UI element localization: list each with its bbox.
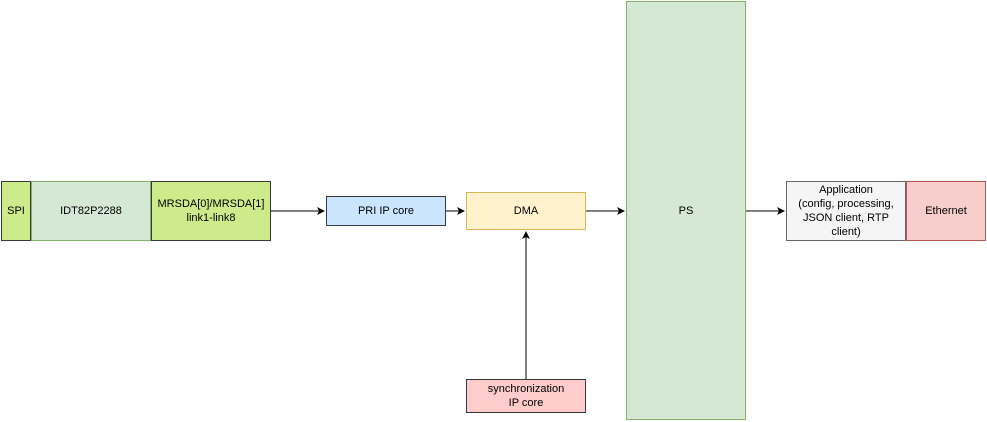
spi-label: SPI [7,205,25,217]
synchronization-ip-core-label: synchronization IP core [487,383,565,409]
dma-block: DMA [466,192,586,230]
ethernet-block: Ethernet [906,181,986,241]
mrsda-links-block: MRSDA[0]/MRSDA[1] link1-link8 [151,181,271,241]
application-label: Application (config, processing, JSON cl… [798,184,894,238]
synchronization-ip-core-block: synchronization IP core [466,379,586,413]
mrsda-links-label: MRSDA[0]/MRSDA[1] link1-link8 [157,198,265,224]
idt82p2288-block: IDT82P2288 [31,181,151,241]
idt82p2288-label: IDT82P2288 [60,205,122,217]
ethernet-label: Ethernet [925,205,967,217]
ps-block: PS [626,1,746,420]
ps-label: PS [678,204,694,217]
pri-ip-core-label: PRI IP core [357,205,415,217]
application-block: Application (config, processing, JSON cl… [786,181,906,241]
spi-block: SPI [1,181,31,241]
pri-ip-core-block: PRI IP core [326,196,446,226]
dma-label: DMA [513,205,539,217]
